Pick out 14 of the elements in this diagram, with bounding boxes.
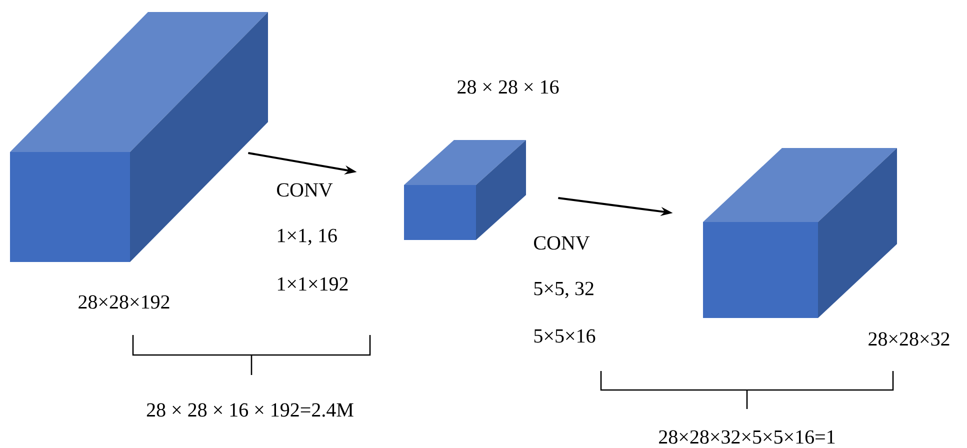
formula-label: 28 × 28 × 16 × 192=2.4M: [146, 403, 354, 417]
conv-label: CONV: [534, 236, 590, 250]
conv-label: 1×1, 16: [278, 228, 337, 246]
dimension-label: 28×28×192: [78, 295, 170, 309]
dimension-label: 28×28×32: [868, 332, 950, 346]
conv-label: 1×1×192: [278, 277, 348, 291]
cuboid: [404, 140, 526, 240]
conv-label: 5×5, 32: [534, 282, 594, 298]
dimension-label: 28 × 28 × 16: [458, 80, 559, 94]
cuboid: [703, 148, 897, 318]
conv-label: 5×5×16: [534, 329, 596, 343]
formula-label: 28×28×32×5×5×16=1: [659, 430, 835, 444]
conv-label: CONV: [277, 183, 333, 197]
cuboid: [10, 12, 268, 262]
